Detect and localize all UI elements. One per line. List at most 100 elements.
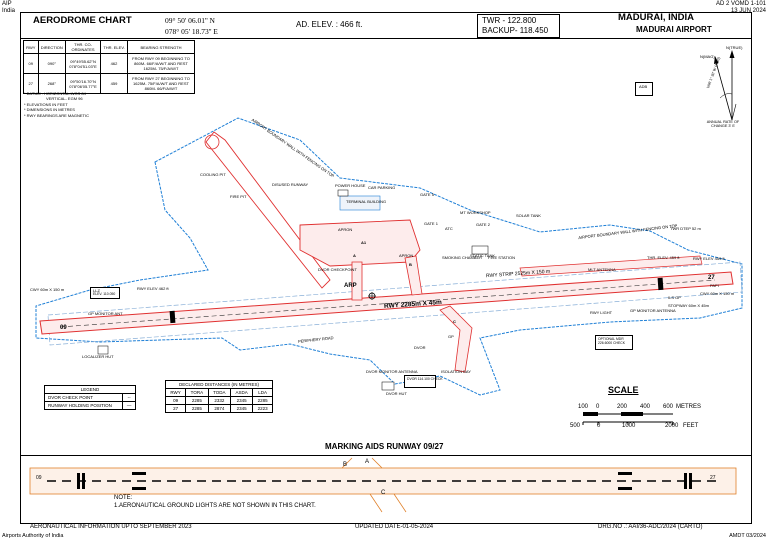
declared-col-header: RWY	[164, 388, 187, 397]
llz-box: LLZ ELEV. 110.050	[90, 287, 120, 299]
declared-cell: 09	[164, 396, 187, 405]
static-tank-label: STATIC TANK	[470, 253, 496, 258]
adb-label: ADB	[639, 84, 648, 89]
declared-distances-table: DECLARED DISTANCES (IN METRES) RWY TORA …	[164, 380, 273, 413]
declared-header-row: RWY TORA TODA ASDA LDA	[164, 388, 273, 397]
chart-frame	[20, 12, 752, 524]
coord-cell: 09°50'16.70"N 078°06'05.77"E	[65, 73, 102, 94]
legend-item-label: RUNWAY HOLDING POSITION	[43, 401, 124, 410]
taxiway-c	[439, 305, 473, 373]
north-arrow-icon	[714, 50, 737, 121]
scale-m-tick: 0	[596, 404, 600, 410]
terminal-label: TERMINAL BUILDING	[346, 199, 387, 204]
declared-cell: 2345	[230, 396, 254, 405]
table-row: DVOR CHECK POINT --	[43, 393, 136, 402]
rwy-elev-label-2: RWY ELEV 459 ft	[693, 256, 725, 261]
scale-m-tick: 400	[640, 404, 651, 410]
dvor-label: DVOR	[414, 345, 426, 350]
backup-frequency: BACKUP- 118.450	[482, 26, 549, 35]
threshold-27	[657, 277, 664, 291]
dvor-hut-label: DVOR HUT	[386, 391, 407, 396]
scale-ft-tick: 1000	[622, 423, 636, 429]
declared-cell: 2874	[207, 404, 232, 413]
note-line: * DATUM : HORIZONTAL-WGS 84	[24, 91, 86, 96]
twy-c-label: C	[453, 319, 456, 324]
twy-b-label: B	[409, 262, 412, 267]
chart-title: AERODROME CHART	[33, 15, 132, 26]
table-row: 27 2285 2874 2345 2223	[164, 404, 273, 413]
optional-check-label: OPTIONAL MDR 226.6000 CHECK	[598, 337, 625, 345]
power-house-label: POWER HOUSE	[335, 183, 366, 188]
rwy27-number: 27	[708, 275, 715, 281]
dvor-hut	[381, 381, 395, 391]
gp-monitor-label: GP MONITOR ANTENNA	[630, 308, 676, 313]
apron-label-1: APRON	[338, 227, 353, 232]
terminal-building	[339, 195, 381, 211]
ref-code: AD 2 VOMD 1-101	[715, 1, 766, 7]
scale-bar	[582, 412, 674, 425]
footer-updated: UPDATED DATE-01-05-2024	[355, 524, 434, 530]
ils-gp-label: ILS GP	[668, 295, 681, 300]
taxiway-b	[404, 255, 423, 296]
localizer-hut-label: LOCALIZER HUT	[82, 354, 114, 359]
twr-frequency: TWR - 122.800	[482, 16, 537, 25]
marking-twy-c: C	[381, 490, 386, 496]
table-row: 09 090° 09°49'55.62"N 078°04'51.03"E 462…	[23, 53, 195, 74]
atc-label: ATC	[445, 226, 453, 231]
legend-item-symbol: --	[122, 393, 136, 402]
note-line: * ELEVATIONS IN FEET	[24, 101, 68, 107]
table-row: 27 268° 09°50'16.70"N 078°06'05.77"E 459…	[23, 73, 195, 94]
true-north-label: N(TRUE)	[726, 45, 743, 50]
solar-tank-label: SOLAR TANK	[516, 213, 541, 218]
smoking-chamber-label: SMOKING CHAMBER	[442, 255, 483, 260]
marking-rwy27: 27	[710, 475, 716, 481]
mlt-antenna-label: MLT ANTENNA	[588, 267, 616, 272]
city-name: MADURAI, INDIA	[618, 12, 694, 23]
thr-elev-label: THR. ELEV. 459 ft	[647, 255, 680, 260]
note-heading: NOTE:	[114, 495, 133, 501]
scale-ft-tick: 0	[597, 423, 601, 429]
marking-divider	[20, 455, 751, 456]
coord-lat: 09° 50' 06.01'' N	[165, 16, 215, 25]
rwy09-number: 09	[60, 325, 67, 331]
runway-strip	[47, 261, 743, 346]
scale-m-tick: 200	[617, 404, 628, 410]
taxiway-a	[351, 261, 363, 301]
declared-col-header: ASDA	[230, 388, 254, 397]
annual-rate-label: ANNUAL RATE OF CHANGE 3' E	[706, 120, 740, 128]
fire-pit-label: FIRE PIT	[230, 194, 247, 199]
note-line: * DIMENSIONS IN METRES	[24, 107, 75, 113]
car-parking-label: CAR PARKING	[368, 185, 396, 190]
cooling-pit	[204, 134, 220, 150]
header-divider	[20, 38, 751, 39]
marking-rwy09: 09	[36, 475, 42, 481]
dvor-check-label: DVOR 114.100 CHECK	[407, 377, 443, 381]
bearing-cell: FROM RWY 27 BEGINNING TO 1625M- 75/F/A/W…	[127, 73, 195, 94]
disused-runway	[205, 131, 331, 289]
bearing-cell: FROM RWY 09 BEGINNING TO 860M- 66/F/A/W/…	[127, 53, 195, 74]
declared-col-header: TODA	[207, 388, 232, 397]
country-label: India	[2, 8, 16, 14]
frequency-box: TWR - 122.800 BACKUP- 118.450	[477, 14, 560, 38]
scale-title: SCALE	[608, 385, 639, 395]
aerodrome-elevation: AD. ELEV. : 466 ft.	[296, 20, 363, 29]
table-row: RUNWAY HOLDING POSITION —	[43, 401, 136, 410]
twy-a-label: A	[353, 253, 356, 258]
footer-info: AERONAUTICAL INFORMATION UPTO SEPTEMBER …	[30, 524, 192, 530]
declared-cell: 2285	[185, 404, 209, 413]
stopway-label: STOPWAY 60m X 45m	[668, 303, 709, 308]
ref-date: 13 JUN 2024	[730, 8, 766, 14]
adb-box: ADB	[635, 82, 653, 96]
aeronautical-lights-note: 1.AERONAUTICAL GROUND LIGHTS ARE NOT SHO…	[114, 503, 316, 509]
note-line: * RWY BEARINGS ARE MAGNETIC	[24, 112, 89, 118]
dvor-monitor-label: DVOR MONITOR ANTENNA	[366, 369, 418, 374]
gp-monitor-ant-label: GP MONITOR ANT	[88, 311, 123, 316]
gate5-label: GATE 5	[420, 192, 434, 197]
marking-aids-diagram	[29, 457, 737, 513]
loc-hut	[97, 345, 109, 355]
cooling-pit-label: COOLING PIT	[200, 172, 226, 177]
note-line: VERTICAL- EGM 96	[46, 96, 83, 102]
footer-amendment: AMDT 03/2024	[729, 533, 766, 539]
marking-twy-a: A	[365, 459, 370, 465]
declared-cell: 27	[164, 404, 187, 413]
